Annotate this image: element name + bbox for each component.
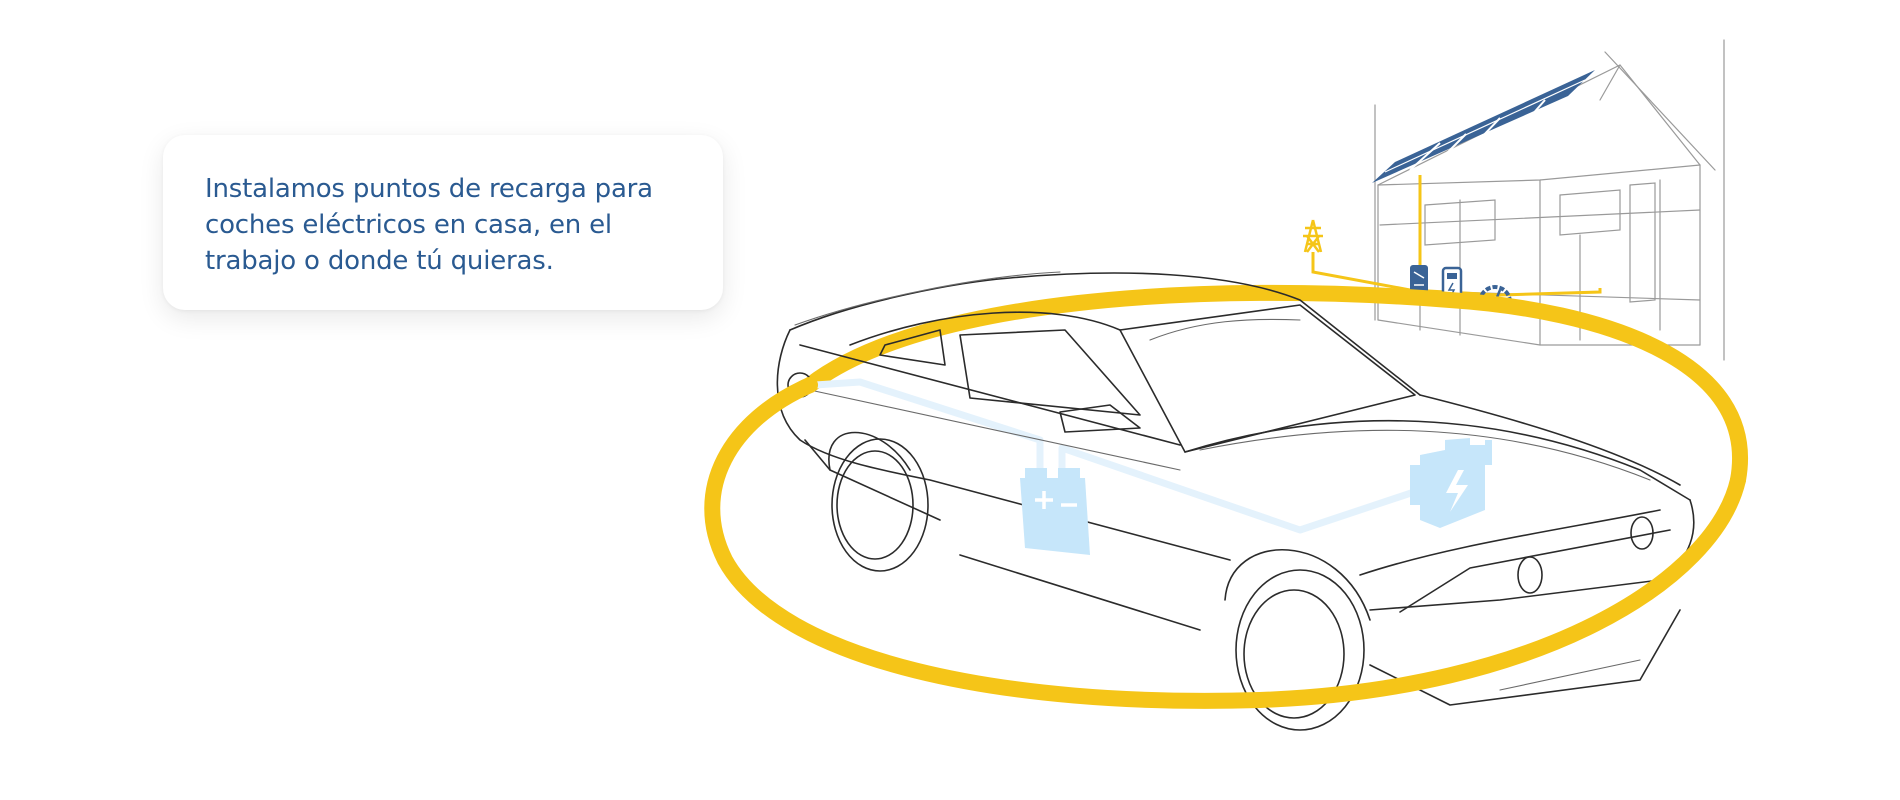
info-card: Instalamos puntos de recarga para coches… xyxy=(163,135,723,310)
electric-motor-icon xyxy=(1410,438,1492,528)
battery-icon xyxy=(1020,468,1090,555)
info-text: Instalamos puntos de recarga para coches… xyxy=(205,174,653,276)
inverter-icon xyxy=(1410,265,1428,293)
solar-panel-icon xyxy=(1372,70,1595,183)
power-tower-icon xyxy=(1303,219,1323,253)
